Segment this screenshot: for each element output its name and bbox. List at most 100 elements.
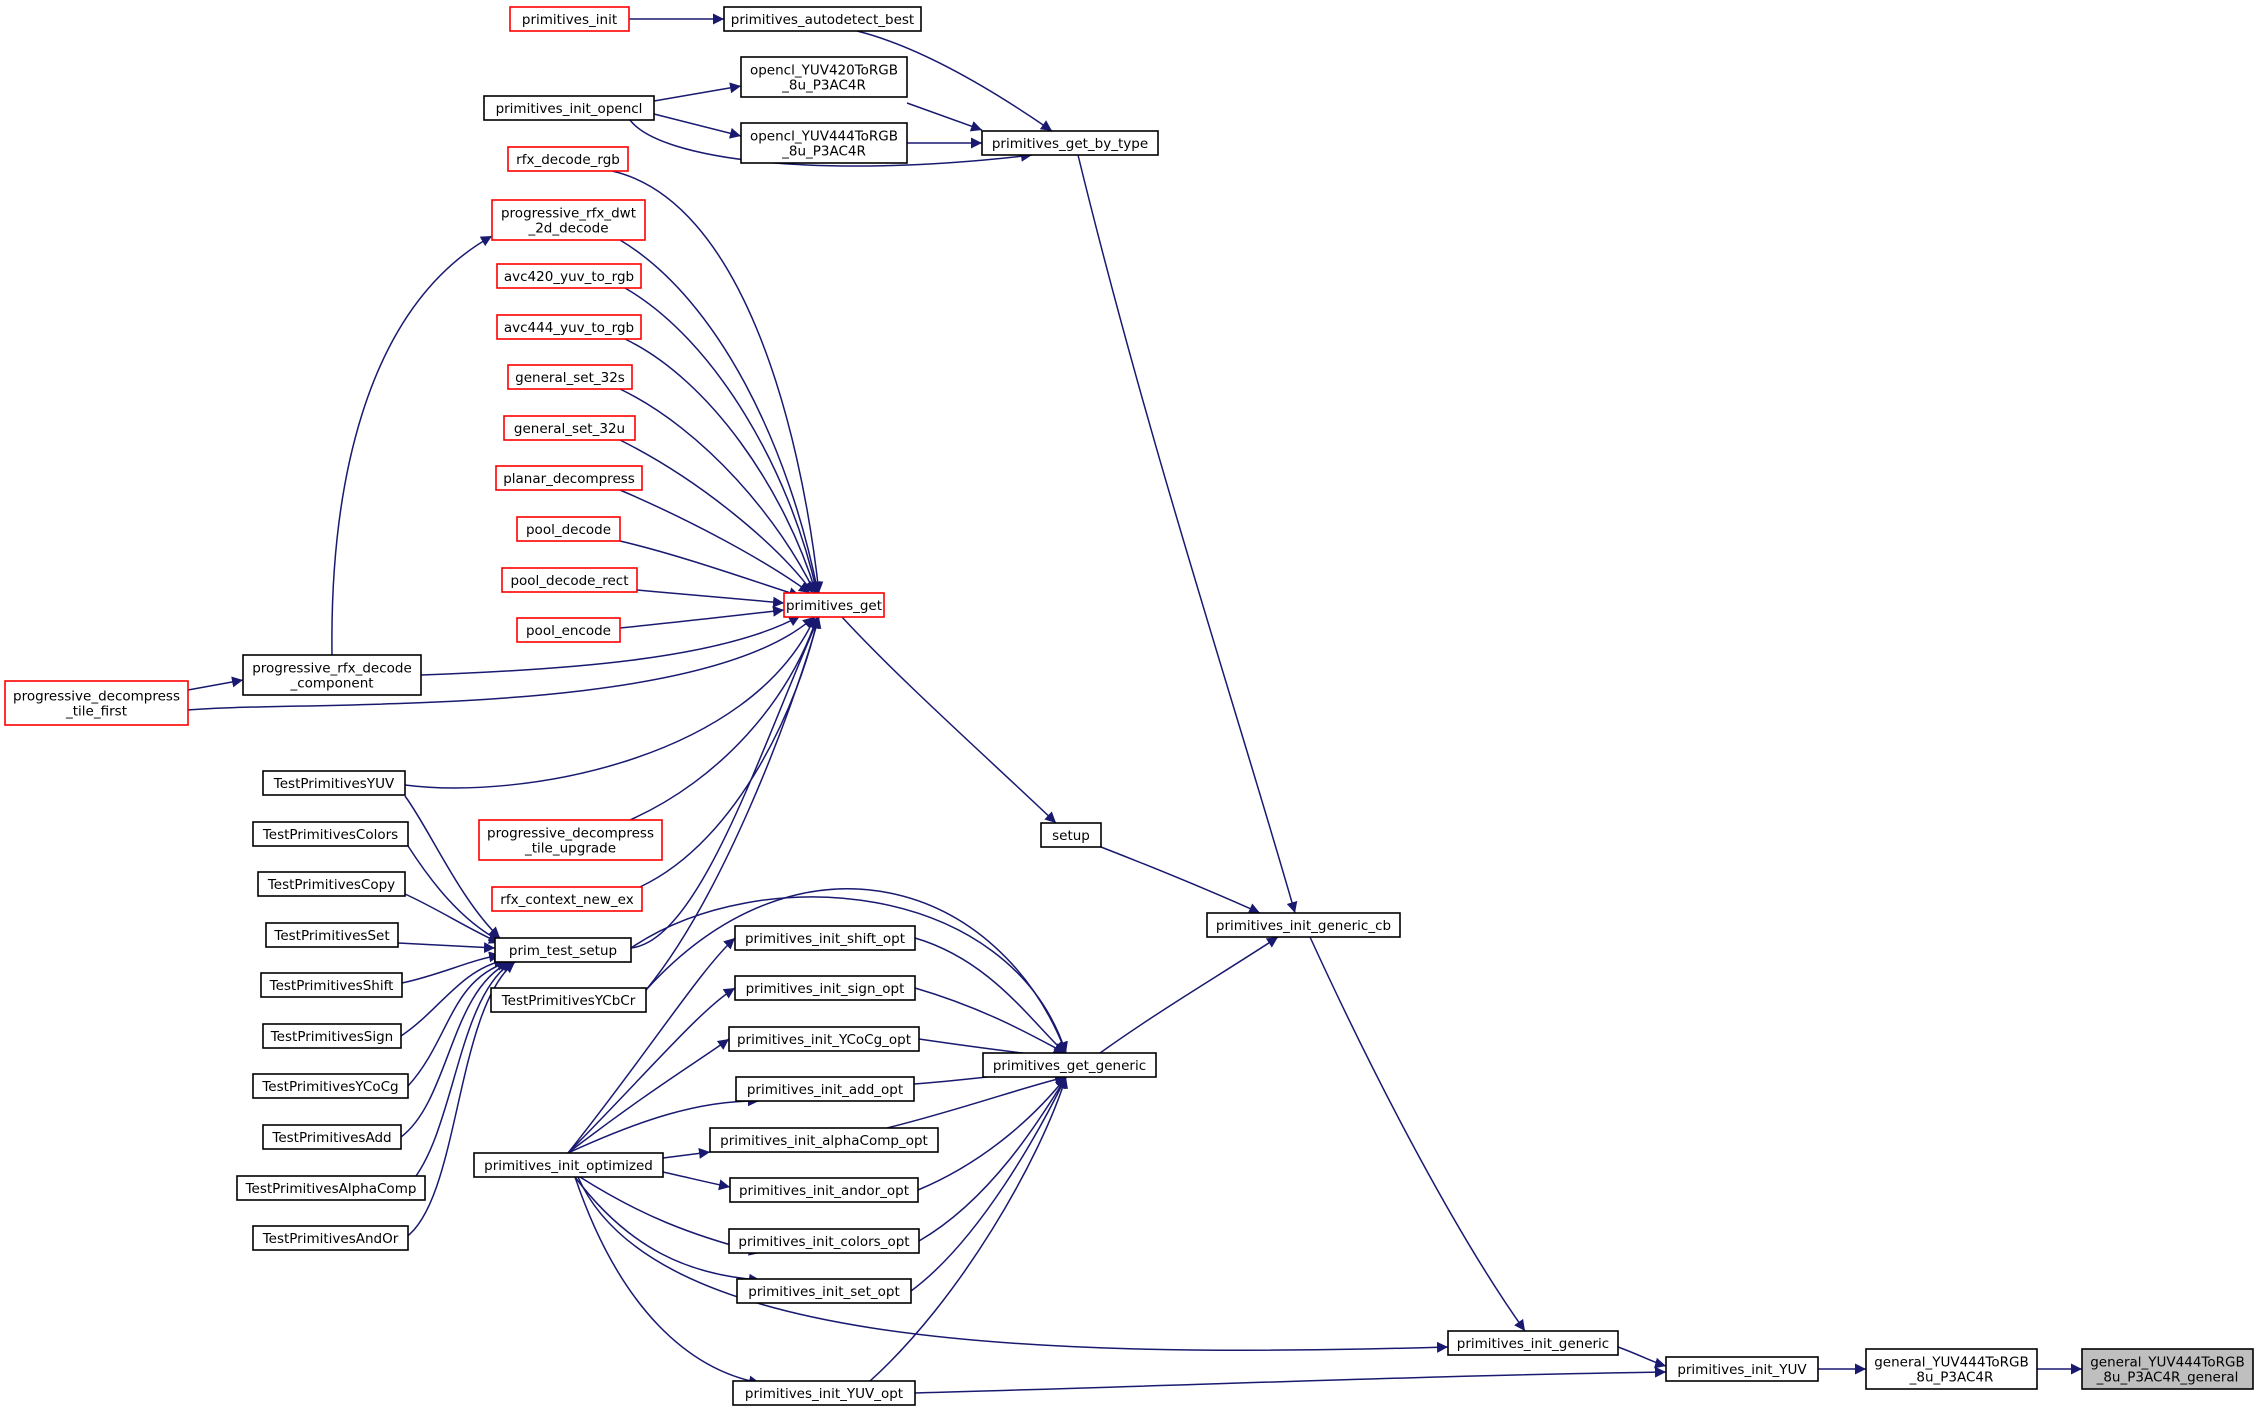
node-primitives-init-optimized-box (473, 1152, 664, 1178)
node-testprimitivessign[interactable]: TestPrimitivesSign (262, 1023, 402, 1049)
node-prim-test-setup-box (494, 937, 632, 963)
node-rfx-decode-rgb[interactable]: rfx_decode_rgb (507, 146, 629, 172)
edge-testcopy-to-prim-test-setup-line (404, 893, 501, 944)
node-primitives-init[interactable]: primitives_init (509, 6, 630, 32)
node-testprimitivesalphacomp-box (236, 1175, 426, 1201)
edge-planar-decompress-to-primitives-get-line (619, 489, 811, 594)
edge-dwt-2d-decode-to-primitives-get-line (619, 239, 822, 594)
node-pool-decode-label: pool_decode (526, 522, 611, 538)
node-progressive-rfx-dwt-2d-decode[interactable]: progressive_rfx_dwt_2d_decode (491, 199, 646, 241)
node-primitives-init-label: primitives_init (522, 12, 617, 28)
node-primitives-init-yuv[interactable]: primitives_init_YUV (1665, 1356, 1819, 1382)
node-testprimitivesyuv[interactable]: TestPrimitivesYUV (262, 770, 406, 796)
node-general-yuv444torgb-8u-p3ac4r-label: _8u_P3AC4R (1909, 1370, 1994, 1386)
node-testprimitivesshift-box (260, 972, 403, 998)
node-pool-decode-rect[interactable]: pool_decode_rect (501, 567, 638, 593)
node-planar-decompress-box (495, 465, 643, 491)
node-setup[interactable]: setup (1040, 822, 1102, 848)
edge-prim-test-setup-to-get-generic (630, 896, 1068, 1054)
node-primitives-init-box (509, 6, 630, 32)
edge-decode-component-to-dwt-2d-decode (331, 235, 493, 656)
edge-optimized-to-set-opt (574, 1176, 761, 1285)
node-testprimitivesycbcr-label: TestPrimitivesYCbCr (501, 993, 636, 1009)
node-general-yuv444torgb-8u-p3ac4r[interactable]: general_YUV444ToRGB_8u_P3AC4R (1865, 1348, 2038, 1390)
node-testprimitivesshift[interactable]: TestPrimitivesShift (260, 972, 403, 998)
edge-sign-opt-to-get-generic (914, 987, 1066, 1054)
node-testprimitivesandor[interactable]: TestPrimitivesAndOr (252, 1225, 409, 1251)
node-primitives-init-ycocg-opt[interactable]: primitives_init_YCoCg_opt (728, 1026, 920, 1052)
node-testprimitivesset[interactable]: TestPrimitivesSet (265, 922, 399, 948)
node-primitives-init-shift-opt[interactable]: primitives_init_shift_opt (734, 925, 916, 951)
node-primitives-init-add-opt[interactable]: primitives_init_add_opt (735, 1076, 915, 1102)
node-testprimitivesalphacomp[interactable]: TestPrimitivesAlphaComp (236, 1175, 426, 1201)
edge-setup-to-init-generic-cb (1100, 846, 1261, 914)
node-avc420-yuv-to-rgb[interactable]: avc420_yuv_to_rgb (496, 263, 642, 289)
edge-optimized-to-ycocg-opt (567, 1038, 730, 1154)
edge-pool-decode-to-primitives-get (619, 540, 801, 598)
node-pool-encode[interactable]: pool_encode (516, 617, 621, 643)
node-setup-label: setup (1052, 828, 1090, 844)
node-primitives-init-generic[interactable]: primitives_init_generic (1447, 1330, 1619, 1356)
node-primitives-init-sign-opt[interactable]: primitives_init_sign_opt (734, 975, 916, 1001)
node-avc444-yuv-to-rgb[interactable]: avc444_yuv_to_rgb (496, 314, 642, 340)
edge-optimized-to-andor-opt (662, 1171, 731, 1191)
node-primitives-init-yuv-box (1665, 1356, 1819, 1382)
node-prim-test-setup[interactable]: prim_test_setup (494, 937, 632, 963)
node-opencl-yuv420[interactable]: opencl_YUV420ToRGB_8u_P3AC4R (740, 56, 908, 98)
node-planar-decompress[interactable]: planar_decompress (495, 465, 643, 491)
node-primitives-init-colors-opt[interactable]: primitives_init_colors_opt (728, 1228, 920, 1254)
edge-init-generic-cb-to-init-generic (1309, 936, 1526, 1332)
edge-shift-opt-to-get-generic-line (914, 937, 1066, 1054)
node-pool-encode-box (516, 617, 621, 643)
edge-init-opencl-to-opencl-yuv444-line (653, 113, 742, 139)
node-opencl-yuv444[interactable]: opencl_YUV444ToRGB_8u_P3AC4R (740, 122, 908, 164)
node-primitives-get-generic[interactable]: primitives_get_generic (982, 1052, 1157, 1078)
node-testprimitivesset-label: TestPrimitivesSet (273, 928, 389, 944)
node-testprimitivesycbcr-box (490, 987, 647, 1013)
node-general-set-32u[interactable]: general_set_32u (503, 415, 636, 441)
node-primitives-init-andor-opt[interactable]: primitives_init_andor_opt (729, 1177, 919, 1203)
node-progressive-decompress-tile-first[interactable]: progressive_decompress_tile_first (4, 680, 189, 726)
node-primitives-autodetect-best[interactable]: primitives_autodetect_best (723, 6, 922, 32)
edge-opencl-yuv420-to-get-by-type (906, 102, 983, 132)
node-avc444-yuv-to-rgb-box (496, 314, 642, 340)
node-testprimitivesycbcr[interactable]: TestPrimitivesYCbCr (490, 987, 647, 1013)
node-testprimitivescolors[interactable]: TestPrimitivesColors (252, 821, 409, 847)
node-primitives-init-opencl[interactable]: primitives_init_opencl (483, 95, 655, 121)
node-primitives-init-set-opt-label: primitives_init_set_opt (748, 1284, 900, 1300)
edge-init-generic-cb-to-init-generic-line (1309, 936, 1526, 1332)
node-rfx-context-new-ex[interactable]: rfx_context_new_ex (491, 886, 643, 912)
node-primitives-init-optimized[interactable]: primitives_init_optimized (473, 1152, 664, 1178)
edge-optimized-to-sign-opt-line (567, 987, 736, 1154)
edge-init-opencl-to-opencl-yuv420 (653, 82, 742, 102)
edge-autodetect-best-to-get-by-type-line (856, 30, 1053, 132)
edge-testycocg-to-prim-test-setup (407, 960, 509, 1087)
edge-tile-upgrade-to-primitives-get (629, 616, 819, 821)
node-primitives-init-generic-cb[interactable]: primitives_init_generic_cb (1206, 912, 1401, 938)
node-primitives-get-by-type[interactable]: primitives_get_by_type (981, 130, 1159, 156)
node-primitives-init-alphacomp-opt[interactable]: primitives_init_alphaComp_opt (709, 1127, 939, 1153)
node-general-set-32s[interactable]: general_set_32s (507, 364, 633, 390)
node-primitives-init-yuv-opt[interactable]: primitives_init_YUV_opt (732, 1380, 916, 1406)
node-progressive-decompress-tile-upgrade[interactable]: progressive_decompress_tile_upgrade (478, 819, 663, 861)
edge-testset-to-prim-test-setup (397, 942, 496, 954)
node-progressive-rfx-decode-component[interactable]: progressive_rfx_decode_component (242, 654, 422, 696)
node-testprimitivesshift-label: TestPrimitivesShift (269, 978, 394, 994)
node-primitives-get-box (783, 592, 885, 618)
node-general-yuv444torgb-8u-p3ac4r-general-box (2081, 1348, 2254, 1390)
node-testprimitivescopy[interactable]: TestPrimitivesCopy (257, 871, 406, 897)
node-primitives-get[interactable]: primitives_get (783, 592, 885, 618)
node-progressive-rfx-dwt-2d-decode-label: _2d_decode (527, 221, 608, 237)
node-primitives-init-generic-box (1447, 1330, 1619, 1356)
node-testprimitivesycocg[interactable]: TestPrimitivesYCoCg (252, 1073, 409, 1099)
node-testprimitivesycocg-label: TestPrimitivesYCoCg (261, 1079, 398, 1095)
edge-prim-test-setup-to-get-generic-line (630, 896, 1068, 1054)
node-pool-decode[interactable]: pool_decode (516, 516, 621, 542)
node-pool-decode-rect-box (501, 567, 638, 593)
node-general-yuv444torgb-8u-p3ac4r-general[interactable]: general_YUV444ToRGB_8u_P3AC4R_general (2081, 1348, 2254, 1390)
node-primitives-init-set-opt[interactable]: primitives_init_set_opt (736, 1278, 912, 1304)
node-primitives-init-add-opt-box (735, 1076, 915, 1102)
node-testprimitivesadd[interactable]: TestPrimitivesAdd (262, 1124, 402, 1150)
edge-yuv-opt-to-init-yuv-line (914, 1366, 1667, 1394)
